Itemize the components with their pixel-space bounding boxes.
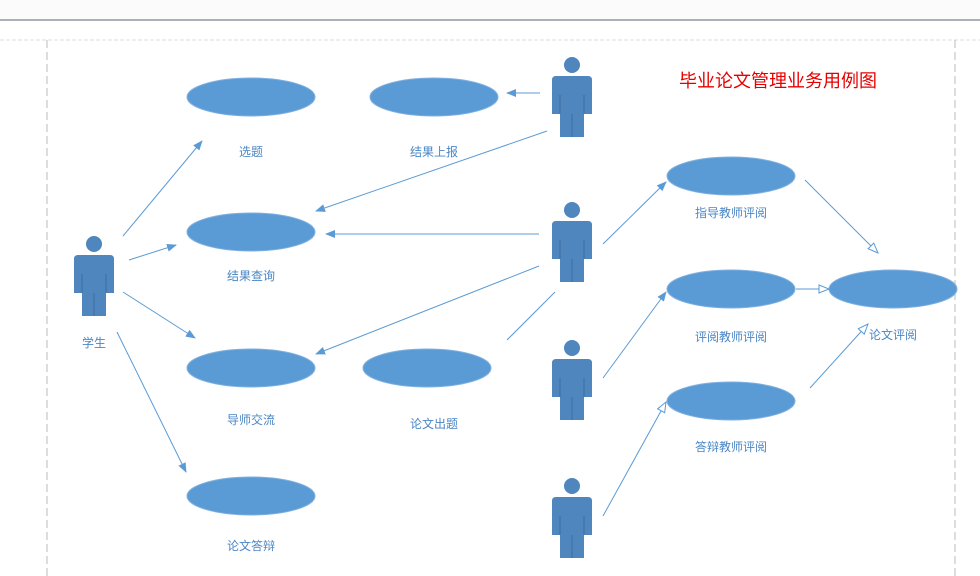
use-case-select-topic[interactable] xyxy=(186,77,316,117)
label-thesis-review: 论文评阅 xyxy=(869,327,917,342)
actor-icon[interactable] xyxy=(551,201,593,283)
student-label: 学生 xyxy=(82,335,106,350)
use-case-report-results[interactable] xyxy=(369,77,499,117)
actor-icon[interactable] xyxy=(551,339,593,421)
use-case-reviewer-review[interactable] xyxy=(666,269,796,309)
diagram-title: 毕业论文管理业务用例图 xyxy=(679,71,877,92)
use-case-query-results[interactable] xyxy=(186,212,316,252)
use-case-defense-teacher-review[interactable] xyxy=(666,381,796,421)
use-case-thesis-defense[interactable] xyxy=(186,476,316,516)
use-case-advisor-review[interactable] xyxy=(666,156,796,196)
label-reviewer-review: 评阅教师评阅 xyxy=(695,329,767,344)
label-advisor-review: 指导教师评阅 xyxy=(695,205,767,220)
label-thesis-topic: 论文出题 xyxy=(410,416,458,431)
use-case-thesis-topic[interactable] xyxy=(362,348,492,388)
label-select-topic: 选题 xyxy=(239,145,263,159)
actor-icon[interactable] xyxy=(551,477,593,559)
label-report-results: 结果上报 xyxy=(410,144,458,159)
use-case-thesis-review[interactable] xyxy=(828,269,958,309)
connectors xyxy=(116,89,878,517)
editor-toolbar xyxy=(0,0,980,21)
actor-icon[interactable] xyxy=(551,56,593,138)
label-thesis-defense: 论文答辩 xyxy=(227,538,275,553)
use-case-advisor-communication[interactable] xyxy=(186,348,316,388)
label-advisor-communication: 导师交流 xyxy=(227,412,275,427)
label-defense-teacher-review: 答辩教师评阅 xyxy=(695,439,767,454)
label-query-results: 结果查询 xyxy=(227,269,275,283)
student-actor-icon[interactable] xyxy=(73,235,115,317)
